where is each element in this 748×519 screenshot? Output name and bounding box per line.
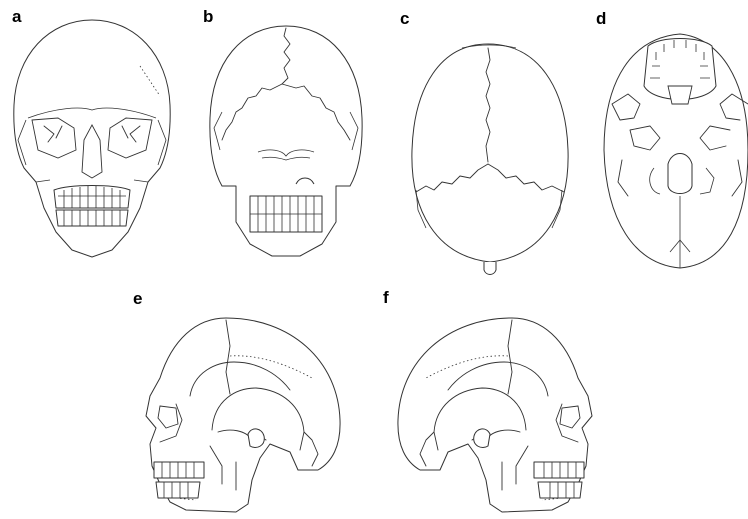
skull-right-lateral-view-icon: [0, 0, 748, 519]
